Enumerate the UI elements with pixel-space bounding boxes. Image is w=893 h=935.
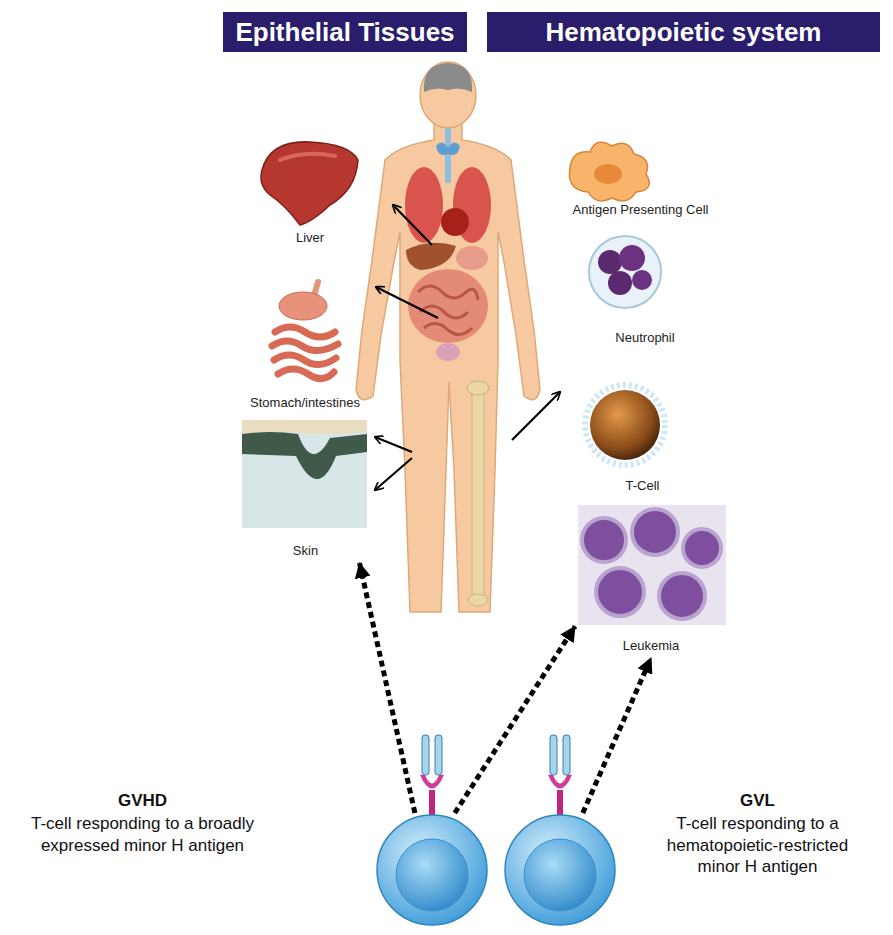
organ-arrow	[512, 392, 560, 440]
receptor-chain	[563, 735, 570, 775]
receptor-stem	[429, 790, 435, 815]
apc-nucleus	[594, 164, 622, 184]
tissue-picture-node: T-Cell	[580, 358, 705, 498]
t-cell-halo	[585, 385, 665, 465]
response-description: T-cell responding to a broadly expressed…	[10, 813, 275, 856]
tissue-picture-node: Neutrophil	[585, 228, 705, 350]
tissue-picture-node: Antigen Presenting Cell	[548, 130, 733, 222]
skin-picture	[242, 420, 367, 528]
dashed-arrow	[583, 658, 651, 813]
header-text: Hematopoietic system	[546, 19, 822, 45]
t-cell-picture	[590, 390, 660, 460]
skin-surface	[242, 420, 367, 434]
tissue-picture-node: Stomach/intestines	[235, 285, 375, 415]
response-name: GVL	[655, 790, 860, 811]
human-body	[356, 122, 540, 612]
receptor-cup	[420, 775, 444, 789]
heart	[441, 208, 469, 236]
liver-shine	[280, 154, 335, 160]
bone-end	[468, 594, 488, 606]
neutrophil-lobe	[608, 271, 632, 295]
receptor-chain	[550, 735, 557, 775]
leukemia-cell	[582, 518, 626, 562]
neutrophil-lobe	[598, 250, 622, 274]
picture-caption: Neutrophil	[615, 330, 674, 346]
cell-body	[377, 815, 487, 925]
apc-picture	[569, 142, 649, 201]
organ-arrow	[393, 205, 432, 245]
lung	[405, 167, 443, 243]
trachea	[445, 128, 451, 183]
cell-nucleus	[524, 839, 596, 911]
cell-outline	[503, 813, 617, 927]
receptor-chain	[422, 735, 429, 775]
t-cell-node: GVHDT-cell responding to a broadly expre…	[375, 813, 489, 927]
tissue-picture-node: Leukemia	[575, 500, 727, 658]
neutrophil-picture	[589, 236, 661, 308]
picture-caption: Skin	[293, 543, 318, 559]
bladder	[436, 343, 460, 361]
picture-caption: Leukemia	[623, 638, 679, 654]
leg-bone	[472, 388, 484, 600]
thyroid	[436, 142, 460, 155]
receptor-stem	[557, 790, 563, 815]
section-header: Epithelial Tissues	[223, 12, 467, 52]
leukemia-picture	[578, 505, 726, 625]
t-cell-node: GVLT-cell responding to a hematopoietic-…	[503, 813, 617, 927]
neutrophil-lobe	[619, 245, 645, 271]
leukemia-cell	[683, 529, 721, 567]
cell-description: GVLT-cell responding to a hematopoietic-…	[655, 790, 860, 877]
section-header: Hematopoietic system	[487, 12, 880, 52]
brain	[424, 63, 472, 92]
tissue-picture-node: Liver	[255, 135, 365, 250]
response-description: T-cell responding to a hematopoietic-res…	[655, 813, 860, 877]
receptor-chain	[435, 735, 442, 775]
organ-arrow	[376, 287, 438, 318]
picture-caption: Antigen Presenting Cell	[573, 202, 709, 218]
bone-end	[467, 381, 489, 395]
neutrophil-lobe	[632, 270, 652, 290]
human-head	[420, 62, 476, 128]
cell-nucleus	[396, 839, 468, 911]
stomach-organ	[456, 246, 488, 270]
cell-description: GVHDT-cell responding to a broadly expre…	[10, 790, 275, 856]
leukemia-cell	[632, 509, 678, 555]
skin-layer	[242, 432, 367, 479]
dashed-arrow	[360, 563, 415, 813]
picture-caption: T-Cell	[626, 478, 660, 494]
cell-body	[505, 815, 615, 925]
picture-caption: Liver	[296, 230, 324, 246]
stomach-picture	[279, 292, 327, 320]
intestines-organ	[408, 269, 488, 343]
cell-outline	[375, 813, 489, 927]
intestines-picture	[272, 327, 338, 379]
liver-picture	[261, 142, 358, 225]
dashed-arrow	[455, 626, 575, 813]
organ-arrow	[375, 458, 412, 490]
liver-organ	[406, 243, 456, 270]
intestine-coils	[418, 286, 478, 335]
response-name: GVHD	[10, 790, 275, 811]
leukemia-cell	[596, 568, 644, 616]
picture-caption: Stomach/intestines	[250, 395, 360, 411]
tissue-picture-node: Skin	[238, 418, 373, 563]
header-text: Epithelial Tissues	[235, 19, 454, 45]
receptor-cup	[548, 775, 572, 789]
organ-arrow	[375, 437, 412, 452]
leukemia-cell	[659, 573, 705, 619]
